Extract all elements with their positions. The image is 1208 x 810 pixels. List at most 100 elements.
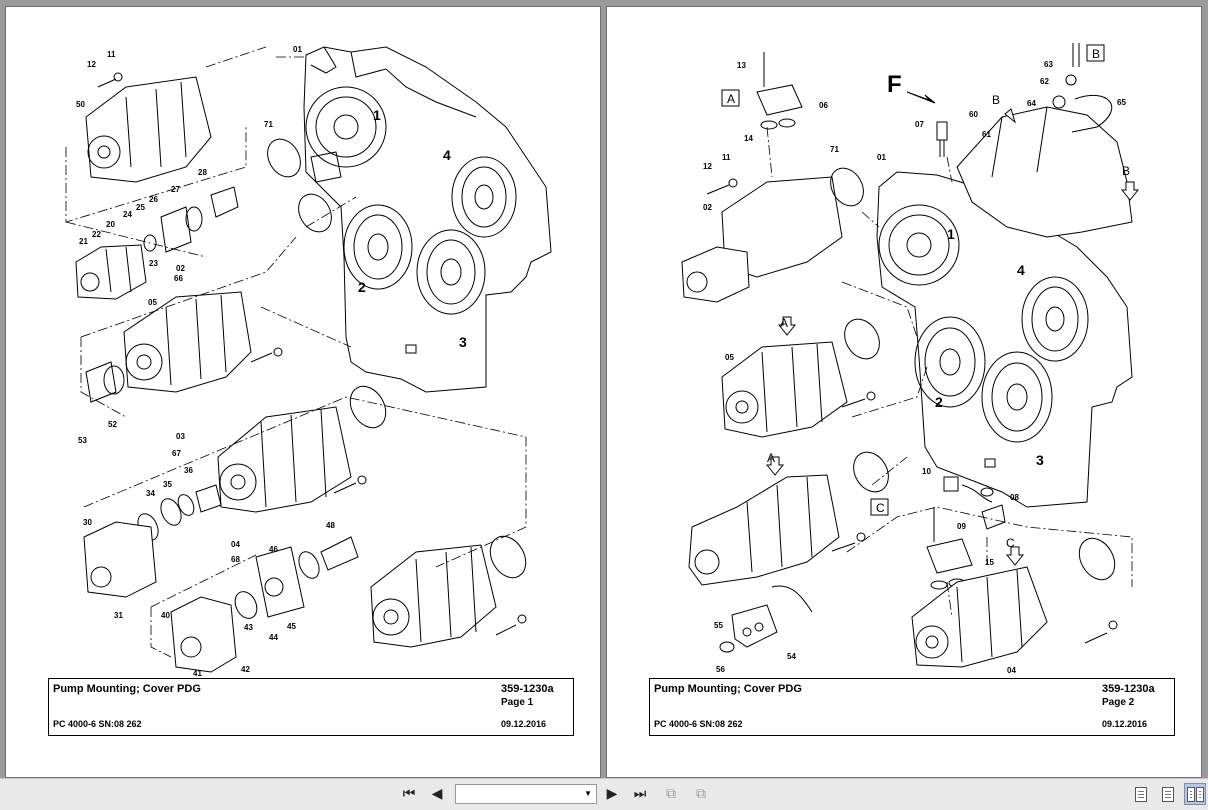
copy-icon[interactable]: ⧉	[666, 786, 676, 802]
callout-10: 10	[922, 467, 931, 476]
callout-55: 55	[714, 621, 723, 630]
view-label-box-c	[870, 498, 889, 516]
callout-71: 71	[830, 145, 839, 154]
gear-position-1: 1	[947, 226, 955, 242]
view-label-a: A	[727, 92, 735, 106]
last-page-icon[interactable]: ⏭	[633, 786, 647, 802]
callout-56: 56	[716, 665, 725, 674]
callout-25: 25	[136, 203, 145, 212]
previous-page-icon[interactable]: ◀	[431, 786, 443, 802]
callout-12: 12	[87, 60, 96, 69]
callout-28: 28	[198, 168, 207, 177]
callout-41: 41	[193, 669, 202, 678]
callout-01: 01	[293, 45, 302, 54]
callout-43: 43	[244, 623, 253, 632]
callout-22: 22	[92, 230, 101, 239]
callout-62: 62	[1040, 77, 1049, 86]
page-label: Page 2	[1102, 697, 1135, 708]
callout-20: 20	[106, 220, 115, 229]
callout-64: 64	[1027, 99, 1036, 108]
drawing-title: Pump Mounting; Cover PDG	[53, 683, 201, 695]
callout-34: 34	[146, 489, 155, 498]
callout-45: 45	[287, 622, 296, 631]
callout-06: 06	[819, 101, 828, 110]
callout-66: 66	[174, 274, 183, 283]
gear-position-1: 1	[373, 107, 381, 123]
callout-36: 36	[184, 466, 193, 475]
title-block: Pump Mounting; Cover PDG 359-1230a Page …	[649, 678, 1175, 736]
callout-12: 12	[703, 162, 712, 171]
exploded-view-drawing-1: 01 02 03 04 05 11 12 20 21 22 23 24 25 2…	[65, 45, 552, 678]
machine-model: PC 4000-6 SN:08 262	[654, 719, 743, 729]
single-page-view-icon[interactable]	[1130, 783, 1152, 805]
front-direction-label: F	[887, 71, 902, 98]
gear-position-3: 3	[459, 334, 467, 350]
callout-05: 05	[725, 353, 734, 362]
callout-54: 54	[787, 652, 796, 661]
callout-09: 09	[957, 522, 966, 531]
callout-50: 50	[76, 100, 85, 109]
two-page-view-icon[interactable]	[1184, 783, 1206, 805]
callout-67: 67	[172, 449, 181, 458]
drawing-title: Pump Mounting; Cover PDG	[654, 683, 802, 695]
callout-53: 53	[78, 436, 87, 445]
callout-44: 44	[269, 633, 278, 642]
gear-position-4: 4	[1017, 262, 1025, 278]
view-arrow-label-c: C	[1006, 536, 1015, 550]
paste-icon[interactable]: ⧉	[696, 786, 706, 802]
callout-68: 68	[231, 555, 240, 564]
continuous-view-icon[interactable]	[1157, 783, 1179, 805]
callout-61: 61	[982, 130, 991, 139]
callout-71: 71	[264, 120, 273, 129]
view-label-box-b	[1086, 44, 1105, 62]
callout-07: 07	[915, 120, 924, 129]
callout-26: 26	[149, 195, 158, 204]
first-page-icon[interactable]: ⏮	[402, 786, 416, 802]
title-block: Pump Mounting; Cover PDG 359-1230a Page …	[48, 678, 574, 736]
callout-30: 30	[83, 518, 92, 527]
page-select-dropdown[interactable]: ▼	[455, 784, 597, 804]
callout-46: 46	[269, 545, 278, 554]
callout-02: 02	[703, 203, 712, 212]
view-arrow-label-b-2: B	[1122, 164, 1130, 178]
gear-position-4: 4	[443, 147, 451, 163]
document-page-2: 01 02 04 05 06 07 08 09 10 11 12 13 14 1…	[606, 6, 1202, 778]
view-arrow-label-b: B	[992, 93, 1000, 107]
callout-23: 23	[149, 259, 158, 268]
callout-14: 14	[744, 134, 753, 143]
callout-31: 31	[114, 611, 123, 620]
callout-03: 03	[176, 432, 185, 441]
chevron-down-icon: ▼	[584, 789, 592, 798]
gear-position-3: 3	[1036, 452, 1044, 468]
view-arrow-label-a-2: A	[767, 451, 775, 465]
exploded-view-drawing-2: 01 02 04 05 06 07 08 09 10 11 12 13 14 1…	[681, 43, 1140, 675]
callout-42: 42	[241, 665, 250, 674]
callout-63: 63	[1044, 60, 1053, 69]
document-date: 09.12.2016	[1102, 719, 1148, 729]
page-label: Page 1	[501, 697, 534, 708]
callout-15: 15	[985, 558, 994, 567]
document-date: 09.12.2016	[501, 719, 547, 729]
callout-27: 27	[171, 185, 180, 194]
callout-02: 02	[176, 264, 185, 273]
document-page-1: 01 02 03 04 05 11 12 20 21 22 23 24 25 2…	[5, 6, 601, 778]
callout-05: 05	[148, 298, 157, 307]
callout-13: 13	[737, 61, 746, 70]
next-page-icon[interactable]: ▶	[606, 786, 618, 802]
view-label-c: C	[876, 501, 885, 515]
callout-60: 60	[969, 110, 978, 119]
viewer-toolbar: ⏮ ◀ ▼ ▶ ⏭ ⧉ ⧉	[0, 778, 1208, 810]
callout-24: 24	[123, 210, 132, 219]
callout-52: 52	[108, 420, 117, 429]
machine-model: PC 4000-6 SN:08 262	[53, 719, 142, 729]
callout-48: 48	[326, 521, 335, 530]
document-number: 359-1230a	[501, 683, 554, 695]
callout-04: 04	[231, 540, 240, 549]
view-label-box-a	[721, 89, 740, 107]
document-number: 359-1230a	[1102, 683, 1155, 695]
view-arrow-label-a: A	[780, 316, 788, 330]
callout-65: 65	[1117, 98, 1126, 107]
callout-01: 01	[877, 153, 886, 162]
callout-35: 35	[163, 480, 172, 489]
gear-position-2: 2	[358, 279, 366, 295]
